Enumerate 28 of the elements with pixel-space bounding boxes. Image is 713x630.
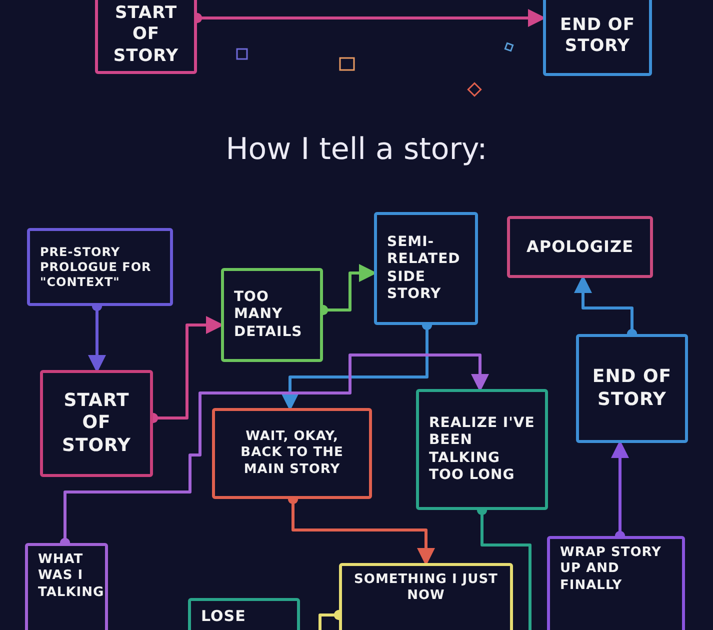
process-box bbox=[25, 543, 108, 630]
box-label: SEMI-RELATED SIDE STORY bbox=[387, 234, 462, 304]
box-label: WHAT WAS I TALKING bbox=[38, 552, 104, 601]
diagram-title: How I tell a story: bbox=[226, 132, 488, 167]
box-label: START OF STORY bbox=[61, 390, 132, 458]
process-box bbox=[576, 334, 688, 443]
box-label: PRE-STORY PROLOGUE FOR "CONTEXT" bbox=[40, 244, 152, 290]
box-label: WRAP STORY UP AND FINALLY bbox=[560, 545, 662, 594]
process-box bbox=[339, 563, 513, 630]
process-box bbox=[374, 212, 478, 325]
process-box bbox=[212, 408, 372, 499]
box-label: SOMETHING I JUST NOW bbox=[353, 572, 499, 604]
process-box bbox=[27, 228, 173, 306]
process-box bbox=[221, 268, 323, 362]
box-label: REALIZE I'VE BEEN TALKING TOO LONG bbox=[429, 414, 535, 484]
box-label: START OF STORY bbox=[112, 3, 180, 67]
box-label: END OF STORY bbox=[591, 366, 673, 411]
process-box bbox=[547, 536, 685, 630]
process-box bbox=[507, 216, 653, 278]
process-box bbox=[40, 370, 153, 477]
box-label: WAIT, OKAY, BACK TO THE MAIN STORY bbox=[240, 429, 344, 478]
process-box bbox=[543, 0, 652, 76]
process-box bbox=[416, 389, 548, 510]
process-box bbox=[95, 0, 197, 74]
box-label: APOLOGIZE bbox=[526, 237, 634, 257]
box-label: END OF STORY bbox=[559, 14, 636, 58]
box-label: TOO MANY DETAILS bbox=[234, 288, 304, 342]
box-label: LOSE bbox=[201, 607, 246, 626]
